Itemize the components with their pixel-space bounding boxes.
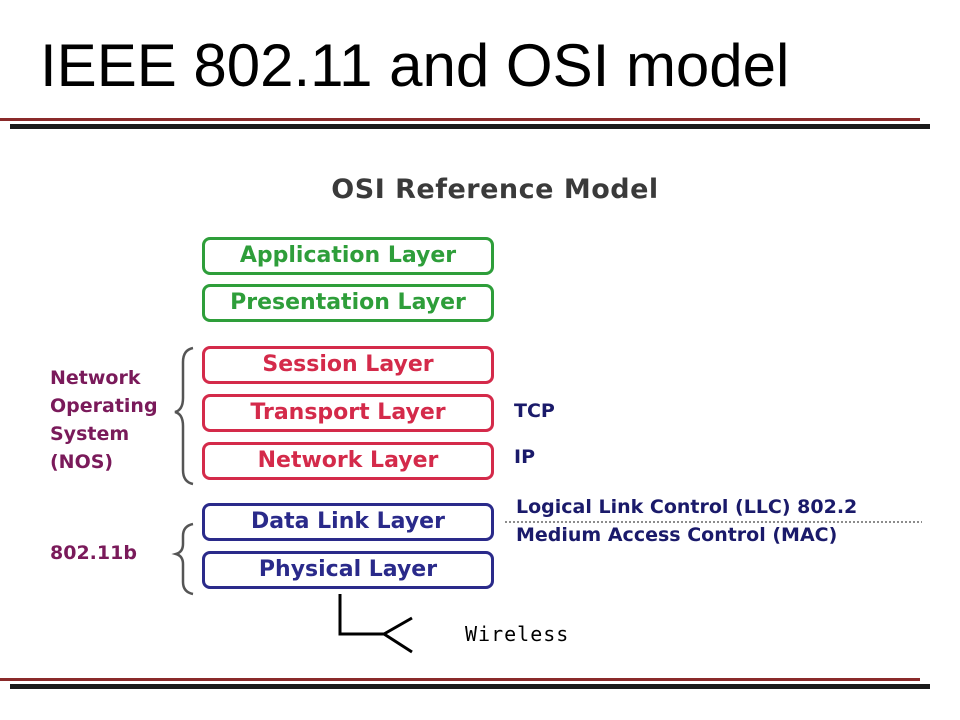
data-link-layer-box: Data Link Layer <box>202 503 494 541</box>
footer-divider <box>0 678 930 690</box>
slide-title: IEEE 802.11 and OSI model <box>40 32 790 99</box>
wireless-std-brace <box>171 522 194 596</box>
nos-label-line: System <box>50 423 130 445</box>
application-layer-box: Application Layer <box>202 237 494 275</box>
transport-layer-box: Transport Layer <box>202 394 494 432</box>
session-layer-box: Session Layer <box>202 346 494 384</box>
nos-label-line: (NOS) <box>50 451 114 473</box>
ip-label: IP <box>514 446 535 468</box>
nos-label-line: Network <box>50 367 141 389</box>
nos-label-line: Operating <box>50 395 158 417</box>
wireless-label: Wireless <box>465 622 570 646</box>
mac-label: Medium Access Control (MAC) <box>516 524 838 546</box>
llc-label: Logical Link Control (LLC) 802.2 <box>516 496 858 518</box>
antenna-icon <box>338 594 413 654</box>
network-layer-box: Network Layer <box>202 442 494 480</box>
tcp-label: TCP <box>514 400 555 422</box>
wireless-standard-label: 802.11b <box>50 542 137 564</box>
diagram-title: OSI Reference Model <box>331 174 659 205</box>
presentation-layer-box: Presentation Layer <box>202 284 494 322</box>
title-divider <box>0 118 930 130</box>
nos-brace <box>174 346 194 486</box>
physical-layer-box: Physical Layer <box>202 551 494 589</box>
